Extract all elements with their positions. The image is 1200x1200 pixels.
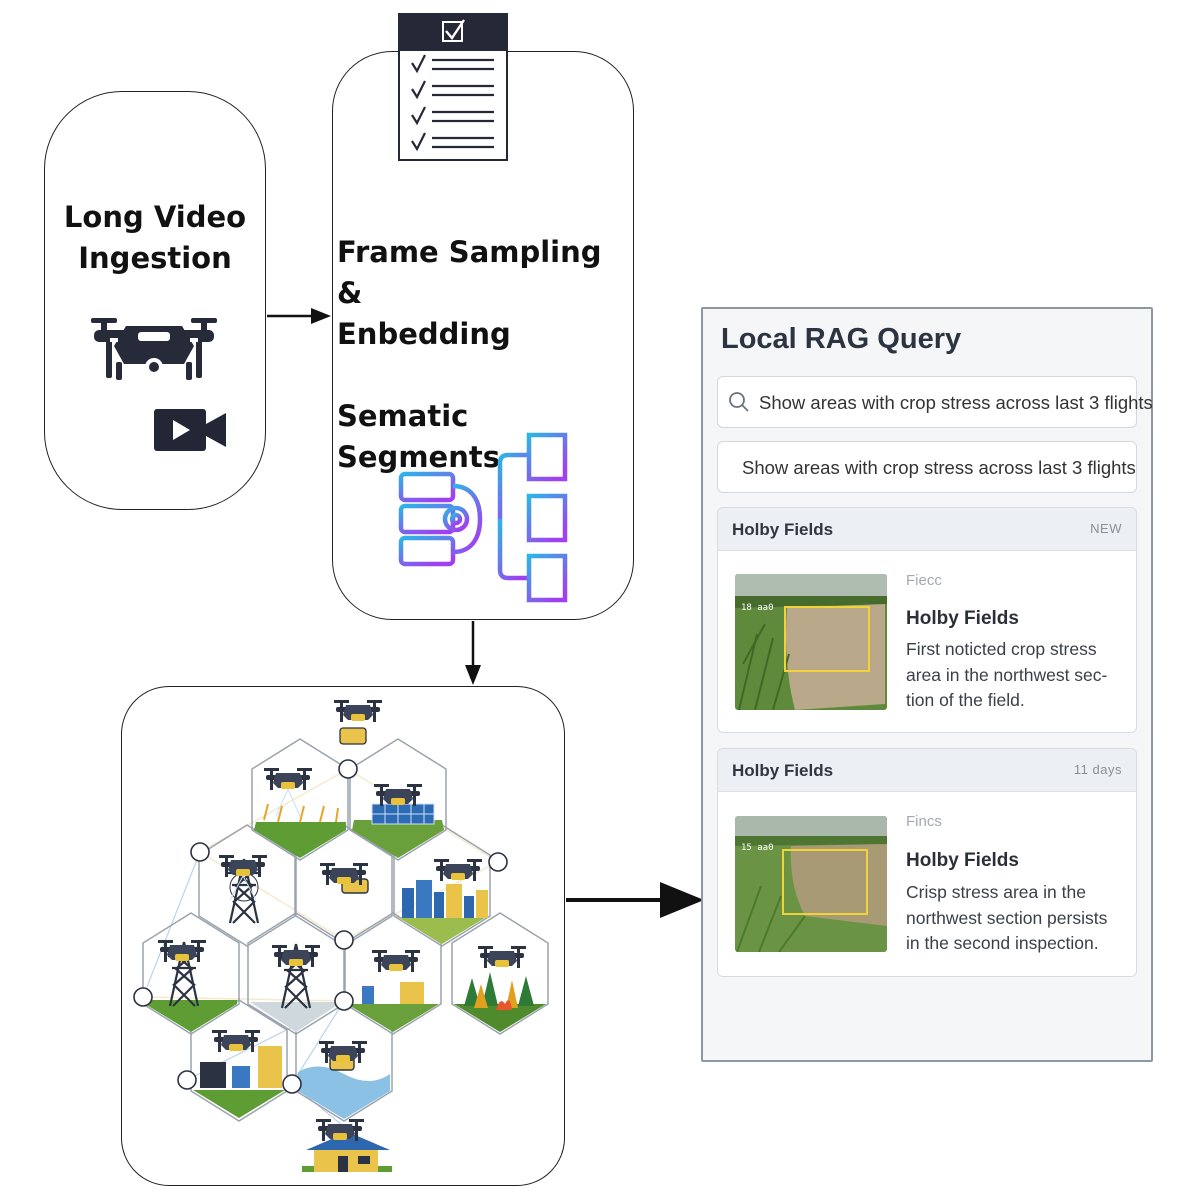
result-card-header: Holby Fields NEW xyxy=(718,508,1136,551)
result-card-header: Holby Fields 11 days xyxy=(718,749,1136,792)
result-description: First noticted crop stress area in the n… xyxy=(906,637,1126,714)
rag-query-panel: Local RAG Query Show areas with crop str… xyxy=(701,307,1153,1062)
result-description-line: area in the northwest sec- xyxy=(906,664,1108,685)
query-text: Show areas with crop stress across last … xyxy=(742,457,1136,478)
thumbnail-overlay: 18 aa0 xyxy=(741,603,774,613)
video-camera-icon xyxy=(154,409,226,451)
ingestion-title: Long Video Ingestion xyxy=(44,197,266,279)
sampling-title-line1: Frame Sampling & xyxy=(337,235,602,310)
result-small-label: Fiecc xyxy=(906,572,942,589)
result-title: Holby Fields xyxy=(906,850,1019,871)
result-age-label: 11 days xyxy=(1073,762,1122,777)
search-input[interactable]: Show areas with crop stress across last … xyxy=(717,376,1153,428)
arrow-network-to-rag xyxy=(566,882,704,918)
search-input-text: Show areas with crop stress across last … xyxy=(759,392,1153,413)
result-description-line: in the second inspection. xyxy=(906,933,1099,953)
thumbnail-overlay: 15 aa0 xyxy=(741,843,774,853)
query-display[interactable]: Show areas with crop stress across last … xyxy=(717,441,1137,493)
field-thumbnail[interactable]: 18 aa0 xyxy=(735,574,887,710)
result-description: Crisp stress area in the northwest secti… xyxy=(906,880,1126,957)
ingestion-title-line1: Long Video xyxy=(63,200,247,234)
result-description-line: tion of the field. xyxy=(906,690,1025,710)
result-title: Holby Fields xyxy=(906,608,1019,629)
result-location: Holby Fields xyxy=(732,761,834,780)
search-icon xyxy=(729,392,749,412)
rag-title: Local RAG Query xyxy=(721,323,962,355)
drone-icon xyxy=(91,318,217,380)
segments-icon xyxy=(398,432,568,603)
arrow-ingestion-to-sampling xyxy=(267,308,331,324)
result-location: Holby Fields xyxy=(732,520,834,539)
status-badge: NEW xyxy=(1090,521,1122,536)
result-card[interactable]: Holby Fields 11 days 15 aa0 Fincs Holby … xyxy=(717,748,1137,977)
arrow-sampling-to-network xyxy=(465,621,481,685)
checklist-icon xyxy=(398,13,508,161)
field-thumbnail[interactable]: 15 aa0 xyxy=(735,816,887,952)
sampling-title: Frame Sampling & Enbedding xyxy=(337,232,627,355)
result-card[interactable]: Holby Fields NEW 18 aa0 Fiecc Holby Fiel… xyxy=(717,507,1137,733)
segments-title: Sematic Segments xyxy=(337,399,500,474)
drone-network-illustration xyxy=(133,700,549,1172)
result-description-line: Crisp stress area in the xyxy=(906,882,1086,902)
result-description-line: First noticted crop stress xyxy=(906,639,1097,659)
sampling-title-line2: Enbedding xyxy=(337,317,511,351)
ingestion-title-line2: Ingestion xyxy=(78,241,232,275)
result-description-line: northwest section persists xyxy=(906,907,1108,928)
result-small-label: Fincs xyxy=(906,813,942,830)
